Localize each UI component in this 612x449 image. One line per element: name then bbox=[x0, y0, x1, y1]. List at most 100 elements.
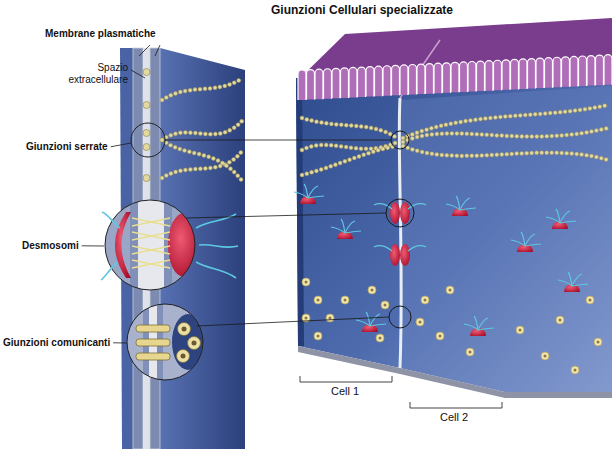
microvillus bbox=[545, 58, 553, 88]
junction-bead bbox=[585, 130, 589, 134]
microvillus bbox=[443, 63, 451, 93]
junction-bead bbox=[239, 178, 243, 182]
junction-bead bbox=[218, 132, 222, 136]
microvillus bbox=[494, 60, 502, 90]
junction-bead bbox=[410, 132, 414, 136]
junction-bead bbox=[329, 143, 333, 147]
connexon bbox=[466, 348, 474, 356]
junction-bead bbox=[143, 130, 150, 137]
junction-bead bbox=[324, 121, 328, 125]
keratin-filament bbox=[308, 196, 324, 198]
connexon-pore bbox=[379, 337, 382, 340]
keratin-filament bbox=[370, 324, 386, 326]
cell-brackets bbox=[300, 376, 502, 408]
junction-bead bbox=[555, 151, 559, 155]
junction-bead bbox=[425, 133, 429, 137]
keratin-filament bbox=[572, 284, 588, 286]
junction-bead bbox=[598, 105, 602, 109]
junction-bead bbox=[143, 102, 150, 109]
junction-bead bbox=[545, 134, 549, 138]
junction-bead bbox=[450, 154, 454, 158]
microvillus bbox=[383, 66, 391, 96]
junction-bead bbox=[593, 106, 597, 110]
junction-bead bbox=[320, 121, 324, 125]
connexon-pore bbox=[317, 335, 320, 338]
junction-bead bbox=[192, 151, 196, 155]
junction-bead bbox=[474, 118, 478, 122]
junction-bead bbox=[490, 133, 494, 137]
junction-bead bbox=[538, 112, 542, 116]
microvillus bbox=[358, 67, 366, 97]
junction-bead bbox=[310, 119, 314, 123]
junction-bead bbox=[300, 173, 304, 177]
junction-bead bbox=[232, 126, 236, 130]
junction-bead bbox=[563, 110, 567, 114]
junction-bead bbox=[528, 113, 532, 117]
microvillus bbox=[587, 56, 595, 86]
junction-bead bbox=[388, 132, 392, 136]
junction-bead bbox=[188, 88, 192, 92]
keratin-filament bbox=[331, 227, 345, 233]
junction-bead bbox=[344, 145, 348, 149]
junction-bead bbox=[460, 132, 464, 136]
junction-bead bbox=[498, 115, 502, 119]
junction-bead bbox=[469, 118, 473, 122]
connexon bbox=[594, 338, 602, 346]
junction-bead bbox=[315, 120, 319, 124]
desmosome bbox=[511, 232, 541, 252]
junction-bead bbox=[401, 140, 405, 144]
zoom-leaders bbox=[197, 317, 389, 326]
connexon bbox=[314, 296, 322, 304]
junction-bead bbox=[603, 104, 607, 108]
junction-bead bbox=[475, 132, 479, 136]
strand-path bbox=[162, 120, 243, 140]
cell-block bbox=[296, 18, 612, 398]
keratin-filament bbox=[460, 208, 476, 210]
junction-bead bbox=[508, 114, 512, 118]
junction-bead bbox=[459, 120, 463, 124]
junction-bead bbox=[197, 152, 201, 156]
connexon-rings bbox=[178, 323, 191, 336]
junction-bead bbox=[520, 151, 524, 155]
cell-brackets bbox=[410, 402, 502, 408]
microvillus bbox=[298, 70, 306, 100]
junction-bead bbox=[202, 153, 206, 157]
junction-bead bbox=[216, 159, 220, 163]
connexon-pore bbox=[597, 341, 600, 344]
junction-bead bbox=[381, 147, 385, 151]
connexon-channels bbox=[136, 325, 170, 360]
junction-bead bbox=[483, 117, 487, 121]
microvillus bbox=[332, 68, 340, 98]
junction-bead bbox=[464, 119, 468, 123]
junction-bead bbox=[449, 122, 453, 126]
junction-bead bbox=[229, 167, 233, 171]
junction-bead bbox=[225, 164, 229, 168]
keratin-filament bbox=[446, 204, 460, 210]
junction-bead bbox=[169, 93, 173, 97]
junction-bead bbox=[329, 164, 333, 168]
junction-bead bbox=[198, 167, 202, 171]
junction-bead bbox=[319, 167, 323, 171]
cadherin-links bbox=[132, 218, 170, 226]
junction-bead bbox=[460, 154, 464, 158]
junction-bead bbox=[520, 134, 524, 138]
connexon-pore bbox=[519, 329, 522, 332]
junction-bead bbox=[503, 115, 507, 119]
desmosome bbox=[356, 312, 386, 332]
strand-path bbox=[302, 142, 397, 150]
junction-bead bbox=[334, 122, 338, 126]
junction-bead bbox=[558, 110, 562, 114]
junction-bead bbox=[376, 148, 380, 152]
microvillus bbox=[519, 59, 527, 89]
strand-path bbox=[403, 128, 608, 142]
junction-bead bbox=[580, 153, 584, 157]
junction-bead bbox=[359, 125, 363, 129]
zoom-ground bbox=[127, 304, 203, 380]
connexon-rings bbox=[182, 327, 187, 332]
junction-bead bbox=[393, 141, 397, 145]
junction-bead bbox=[239, 151, 243, 155]
junction-bead bbox=[560, 151, 564, 155]
label-leaders bbox=[131, 70, 145, 78]
keratin-filament bbox=[345, 231, 361, 233]
junction-bead bbox=[169, 133, 173, 137]
